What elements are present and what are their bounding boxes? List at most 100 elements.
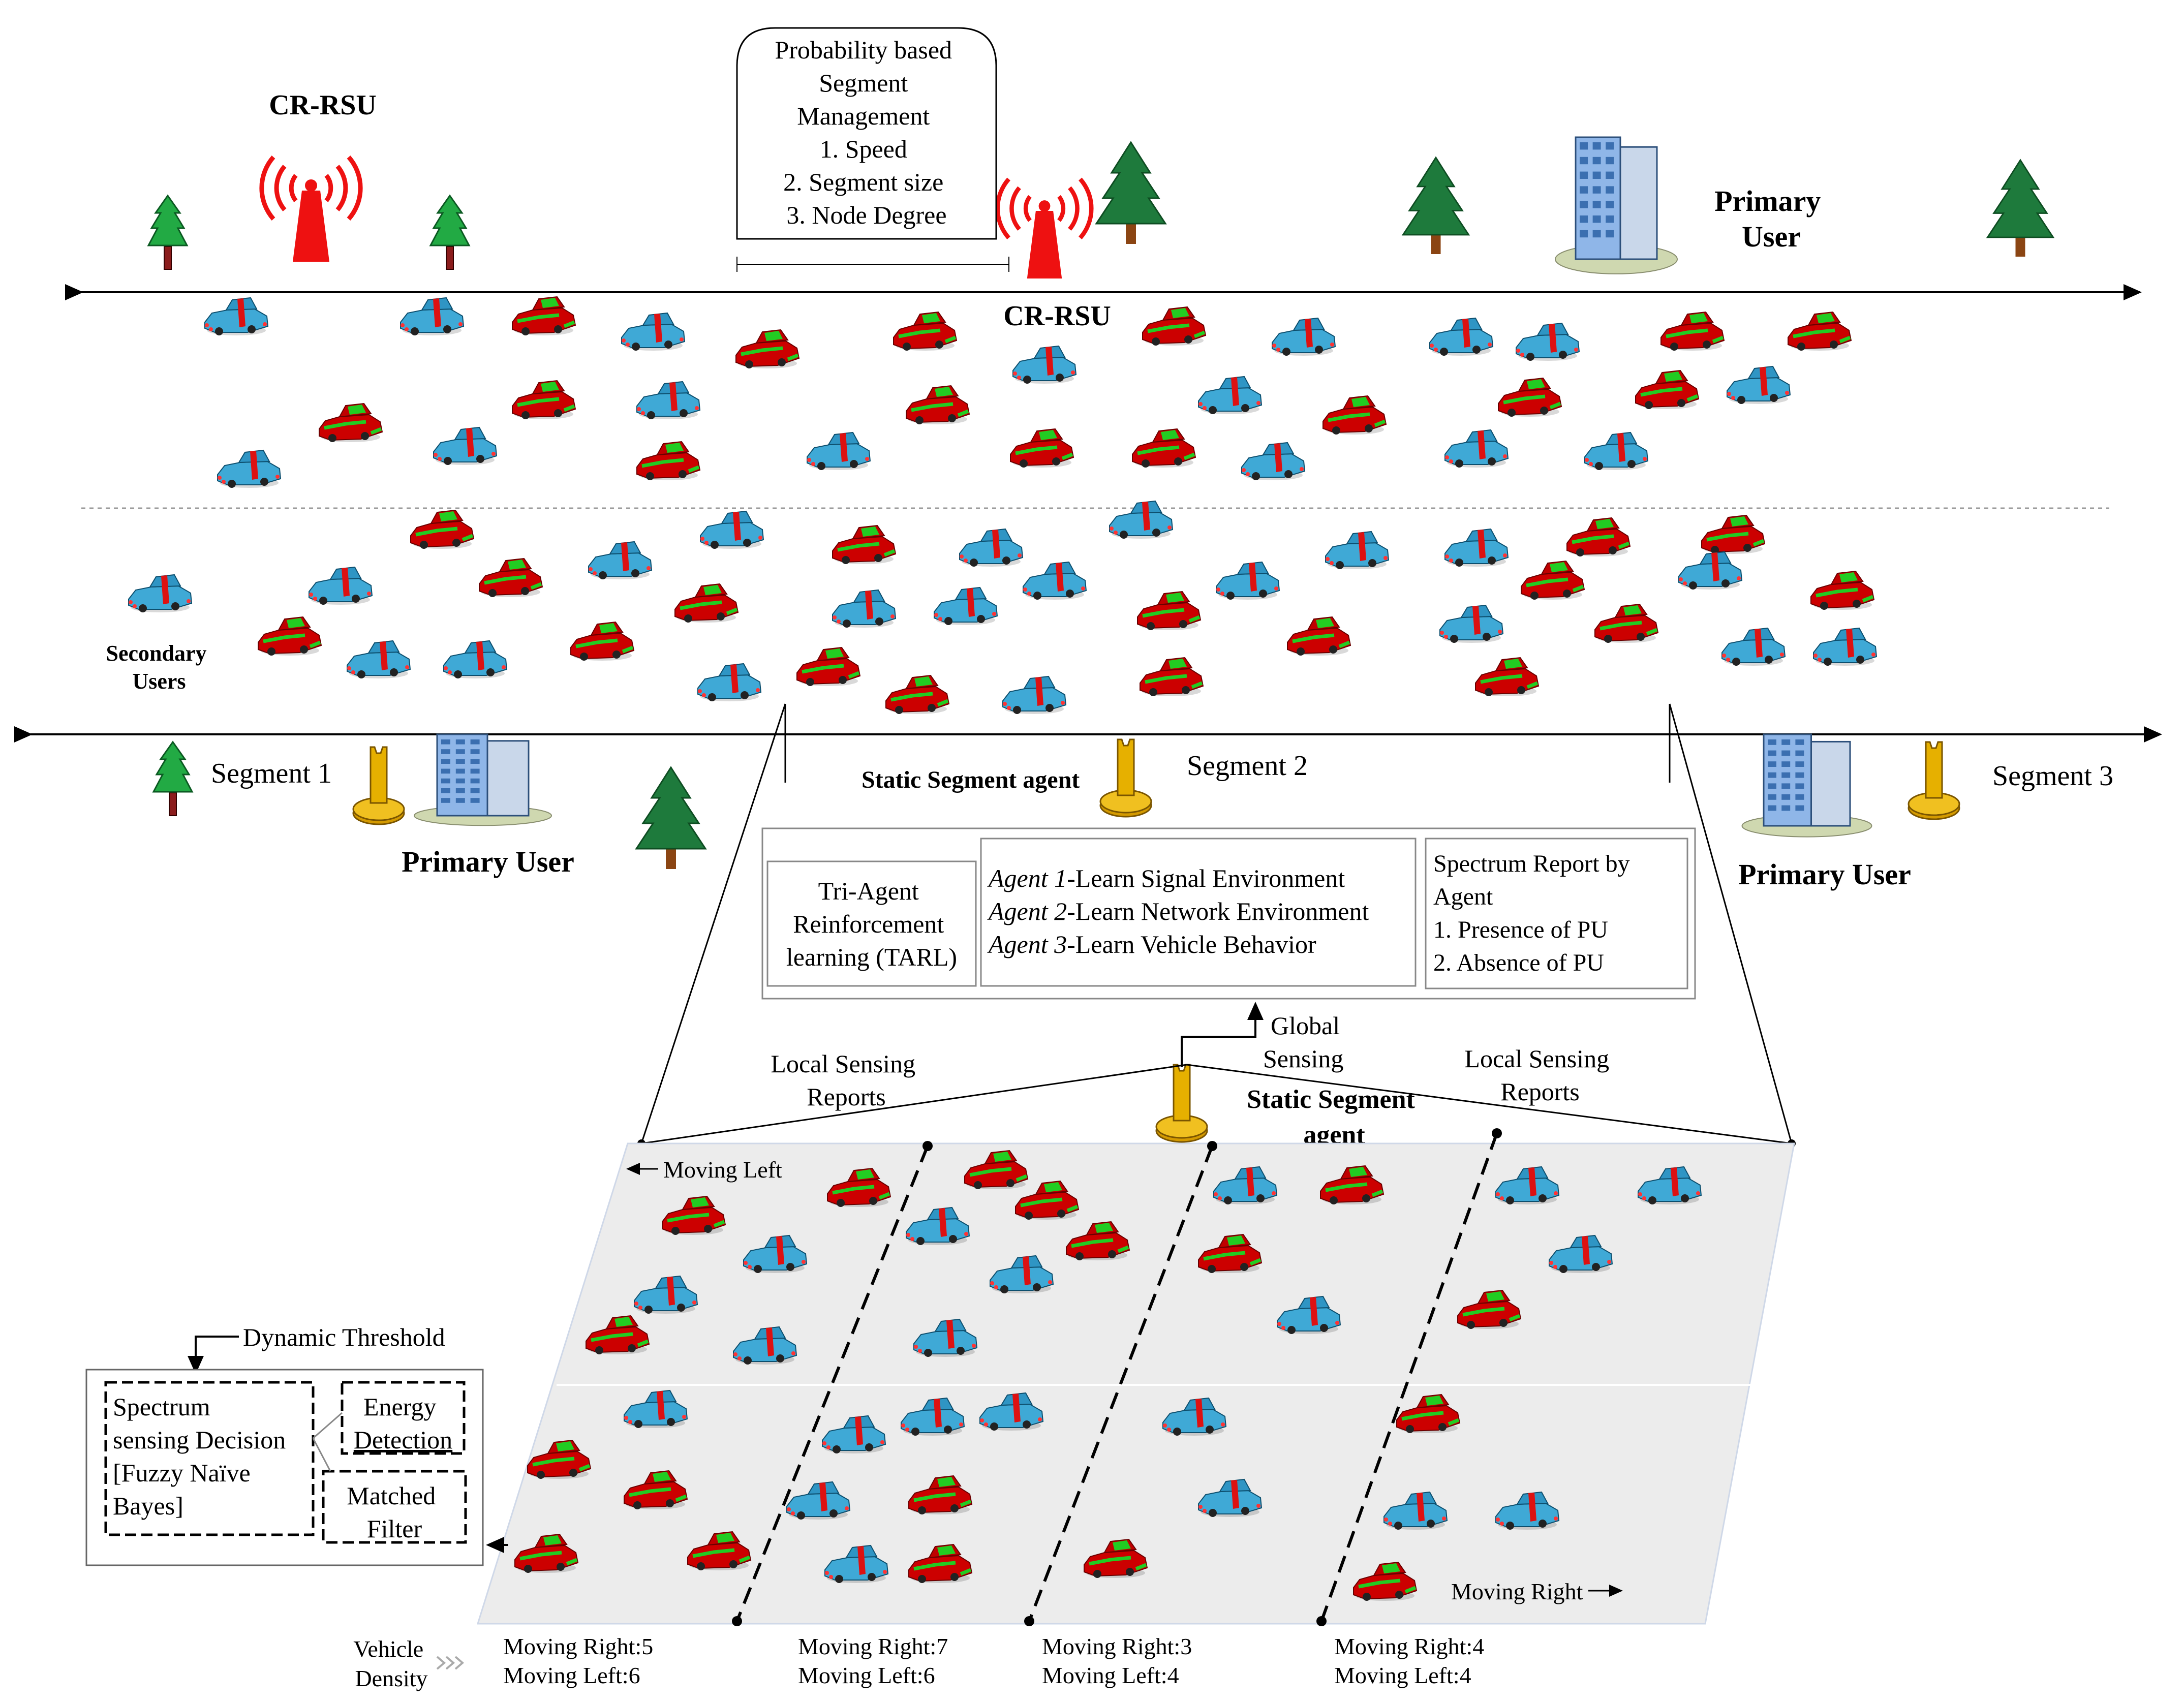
- car-icon: [1325, 531, 1389, 570]
- prob-line-2: Segment: [819, 69, 908, 97]
- tree-icon: [635, 766, 706, 870]
- crrsu-left-label: CR-RSU: [269, 89, 377, 121]
- segment-1-label: Segment 1: [211, 758, 332, 789]
- spectrum-decision-text: Spectrum sensing Decision [Fuzzy Naïve B…: [113, 1392, 292, 1520]
- car-icon: [621, 313, 685, 351]
- car-icon: [832, 590, 896, 628]
- prob-line-4: 1. Speed: [820, 135, 907, 163]
- car-icon: [675, 584, 738, 623]
- car-icon: [736, 330, 799, 368]
- car-icon: [1516, 323, 1580, 361]
- probability-box: Probability based Segment Management 1. …: [736, 27, 1009, 272]
- car-icon: [1661, 312, 1724, 351]
- agent-icon: [1908, 741, 1960, 820]
- dashed-lanes: [732, 1128, 1502, 1626]
- energy-detection-text: Energy Detection: [354, 1392, 452, 1454]
- car-icon: [1727, 366, 1791, 405]
- lane-endpoint: [1024, 1616, 1034, 1626]
- car-icon: [1012, 346, 1076, 384]
- car-icon: [894, 312, 957, 351]
- car-icon: [1811, 571, 1874, 610]
- crrsu-center-label: CR-RSU: [1003, 300, 1111, 332]
- car-icon: [204, 297, 268, 336]
- car-icon: [807, 432, 871, 471]
- car-icon: [1429, 318, 1493, 356]
- static-agent-top-label: Static Segment agent: [862, 766, 1080, 793]
- lane-divider: [1320, 1132, 1498, 1622]
- car-icon: [347, 640, 411, 679]
- building-icon: [1741, 733, 1872, 838]
- building-icon: [414, 733, 552, 826]
- car-icon: [1636, 370, 1699, 409]
- tarl-text: Tri-Agent Reinforcement learning (TARL): [786, 877, 957, 971]
- agent-icon: [352, 746, 405, 825]
- car-icon: [1567, 518, 1630, 556]
- local-sensing-right-label: Local Sensing Reports: [1464, 1044, 1615, 1106]
- segment-2-label: Segment 2: [1187, 750, 1308, 782]
- car-icon: [1023, 562, 1087, 600]
- moving-left-label: Moving Left: [663, 1157, 782, 1183]
- agents-box: [980, 838, 1417, 987]
- prob-line-6: 3. Node Degree: [786, 201, 946, 229]
- primary-user-right-label: Primary User: [1738, 858, 1911, 891]
- vehicle-density-label: Vehicle Density: [353, 1636, 429, 1691]
- lane-divider: [1028, 1145, 1214, 1622]
- agent-1-text: Agent 1-Learn Signal Environment: [987, 864, 1345, 892]
- moving-left: Moving Left: [626, 1157, 782, 1183]
- car-icon: [697, 663, 761, 702]
- car-icon: [1813, 628, 1877, 666]
- car-icon: [700, 511, 764, 549]
- dynamic-threshold-label: Dynamic Threshold: [243, 1323, 445, 1351]
- car-icon: [1198, 376, 1262, 415]
- tarl-panel: Tri-Agent Reinforcement learning (TARL) …: [761, 827, 1696, 1000]
- density-moving-right: Moving Right:3: [1042, 1633, 1192, 1659]
- car-icon: [319, 404, 382, 442]
- car-icon: [1140, 658, 1203, 696]
- car-icon: [512, 381, 575, 419]
- prob-line-5: 2. Segment size: [783, 168, 943, 196]
- projection: [637, 703, 1796, 1148]
- car-icon: [1521, 561, 1584, 600]
- matched-filter-text: Matched Filter: [347, 1481, 442, 1543]
- tarl-box: [766, 860, 977, 987]
- decision-panel: Dynamic Threshold Spectrum sensing Decis…: [85, 1323, 508, 1566]
- car-icon: [1287, 617, 1350, 656]
- car-icon: [571, 622, 634, 661]
- car-icon: [833, 525, 896, 564]
- tower-icon: [998, 179, 1092, 278]
- density-moving-right: Moving Right:5: [503, 1633, 653, 1659]
- density-moving-right: Moving Right:7: [798, 1633, 948, 1659]
- tree-icon: [1095, 141, 1166, 245]
- car-icon: [411, 510, 474, 549]
- car-icon: [906, 386, 969, 424]
- car-icon: [588, 541, 652, 580]
- car-icon: [1444, 429, 1509, 468]
- car-icon: [1323, 396, 1386, 435]
- car-icon: [1439, 605, 1503, 643]
- car-icon: [959, 529, 1023, 567]
- tree-icon: [152, 741, 193, 817]
- agent-2-text: Agent 2-Learn Network Environment: [987, 897, 1369, 925]
- density-moving-left: Moving Left:6: [503, 1662, 640, 1688]
- car-icon: [1137, 592, 1201, 630]
- local-sensing-left-label: Local Sensing Reports: [771, 1049, 921, 1111]
- lane-endpoint: [1207, 1141, 1217, 1151]
- car-icon: [1721, 628, 1786, 666]
- car-icon: [1498, 378, 1561, 417]
- car-icon: [1109, 501, 1173, 539]
- car-icon: [512, 297, 575, 335]
- car-icon: [1241, 442, 1305, 481]
- moving-right: Moving Right: [1451, 1578, 1623, 1604]
- car-icon: [309, 567, 373, 605]
- segment-3-label: Segment 3: [1992, 760, 2113, 792]
- car-icon: [479, 559, 542, 597]
- car-icon: [636, 381, 700, 420]
- report-box: [1425, 838, 1688, 989]
- car-icon: [1216, 562, 1280, 600]
- car-icon: [1002, 676, 1066, 715]
